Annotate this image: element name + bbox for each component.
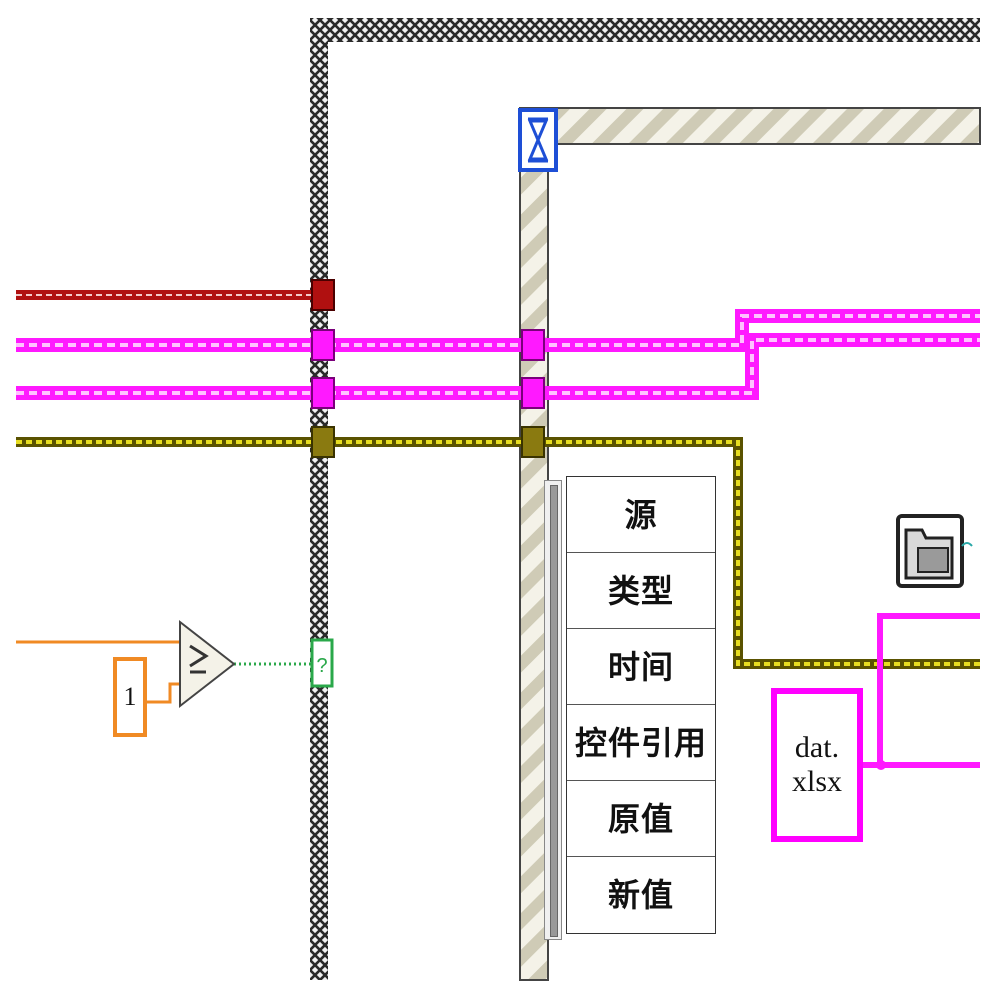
event-data-node[interactable]: 源 类型 时间 控件引用 原值 新值 bbox=[566, 476, 716, 934]
node-item-control-ref[interactable]: 控件引用 bbox=[567, 705, 715, 781]
reference-tunnel-1[interactable] bbox=[311, 329, 335, 361]
timed-loop-border-top[interactable] bbox=[519, 107, 981, 145]
stop-terminal[interactable]: ? bbox=[310, 638, 334, 688]
event-node-scrollbar[interactable] bbox=[544, 480, 562, 940]
loop-border-left[interactable] bbox=[310, 18, 328, 980]
path-tunnel[interactable] bbox=[311, 426, 335, 458]
path-constant-line2: xlsx bbox=[791, 765, 842, 798]
path-constant-wire[interactable] bbox=[862, 613, 980, 770]
path-constant-line1: dat. bbox=[794, 731, 840, 764]
reference-tunnel-2[interactable] bbox=[311, 377, 335, 409]
numeric-constant[interactable]: 1 bbox=[113, 657, 147, 737]
reference-wire-2[interactable] bbox=[16, 333, 980, 400]
error-tunnel[interactable] bbox=[311, 279, 335, 311]
node-item-type[interactable]: 类型 bbox=[567, 553, 715, 629]
reference-tunnel-4[interactable] bbox=[521, 377, 545, 409]
event-node-scroll-track bbox=[550, 485, 558, 937]
hourglass-icon[interactable] bbox=[518, 108, 558, 172]
node-item-source[interactable]: 源 bbox=[567, 477, 715, 553]
greater-or-equal-icon[interactable] bbox=[179, 619, 236, 709]
node-item-old-value[interactable]: 原值 bbox=[567, 781, 715, 857]
node-item-time[interactable]: 时间 bbox=[567, 629, 715, 705]
reference-wire-1[interactable] bbox=[16, 309, 980, 352]
numeric-wire[interactable] bbox=[16, 640, 186, 704]
path-constant[interactable]: dat. xlsx bbox=[771, 688, 863, 842]
timed-loop-border-left[interactable] bbox=[519, 107, 549, 981]
path-tunnel-2[interactable] bbox=[521, 426, 545, 458]
stop-terminal-glyph: ? bbox=[316, 655, 327, 677]
node-item-new-value[interactable]: 新值 bbox=[607, 876, 674, 914]
reference-tunnel-3[interactable] bbox=[521, 329, 545, 361]
path-wire[interactable] bbox=[16, 437, 980, 669]
folder-file-icon[interactable] bbox=[896, 514, 973, 588]
numeric-constant-value: 1 bbox=[123, 682, 137, 711]
loop-border-top[interactable] bbox=[310, 18, 980, 42]
